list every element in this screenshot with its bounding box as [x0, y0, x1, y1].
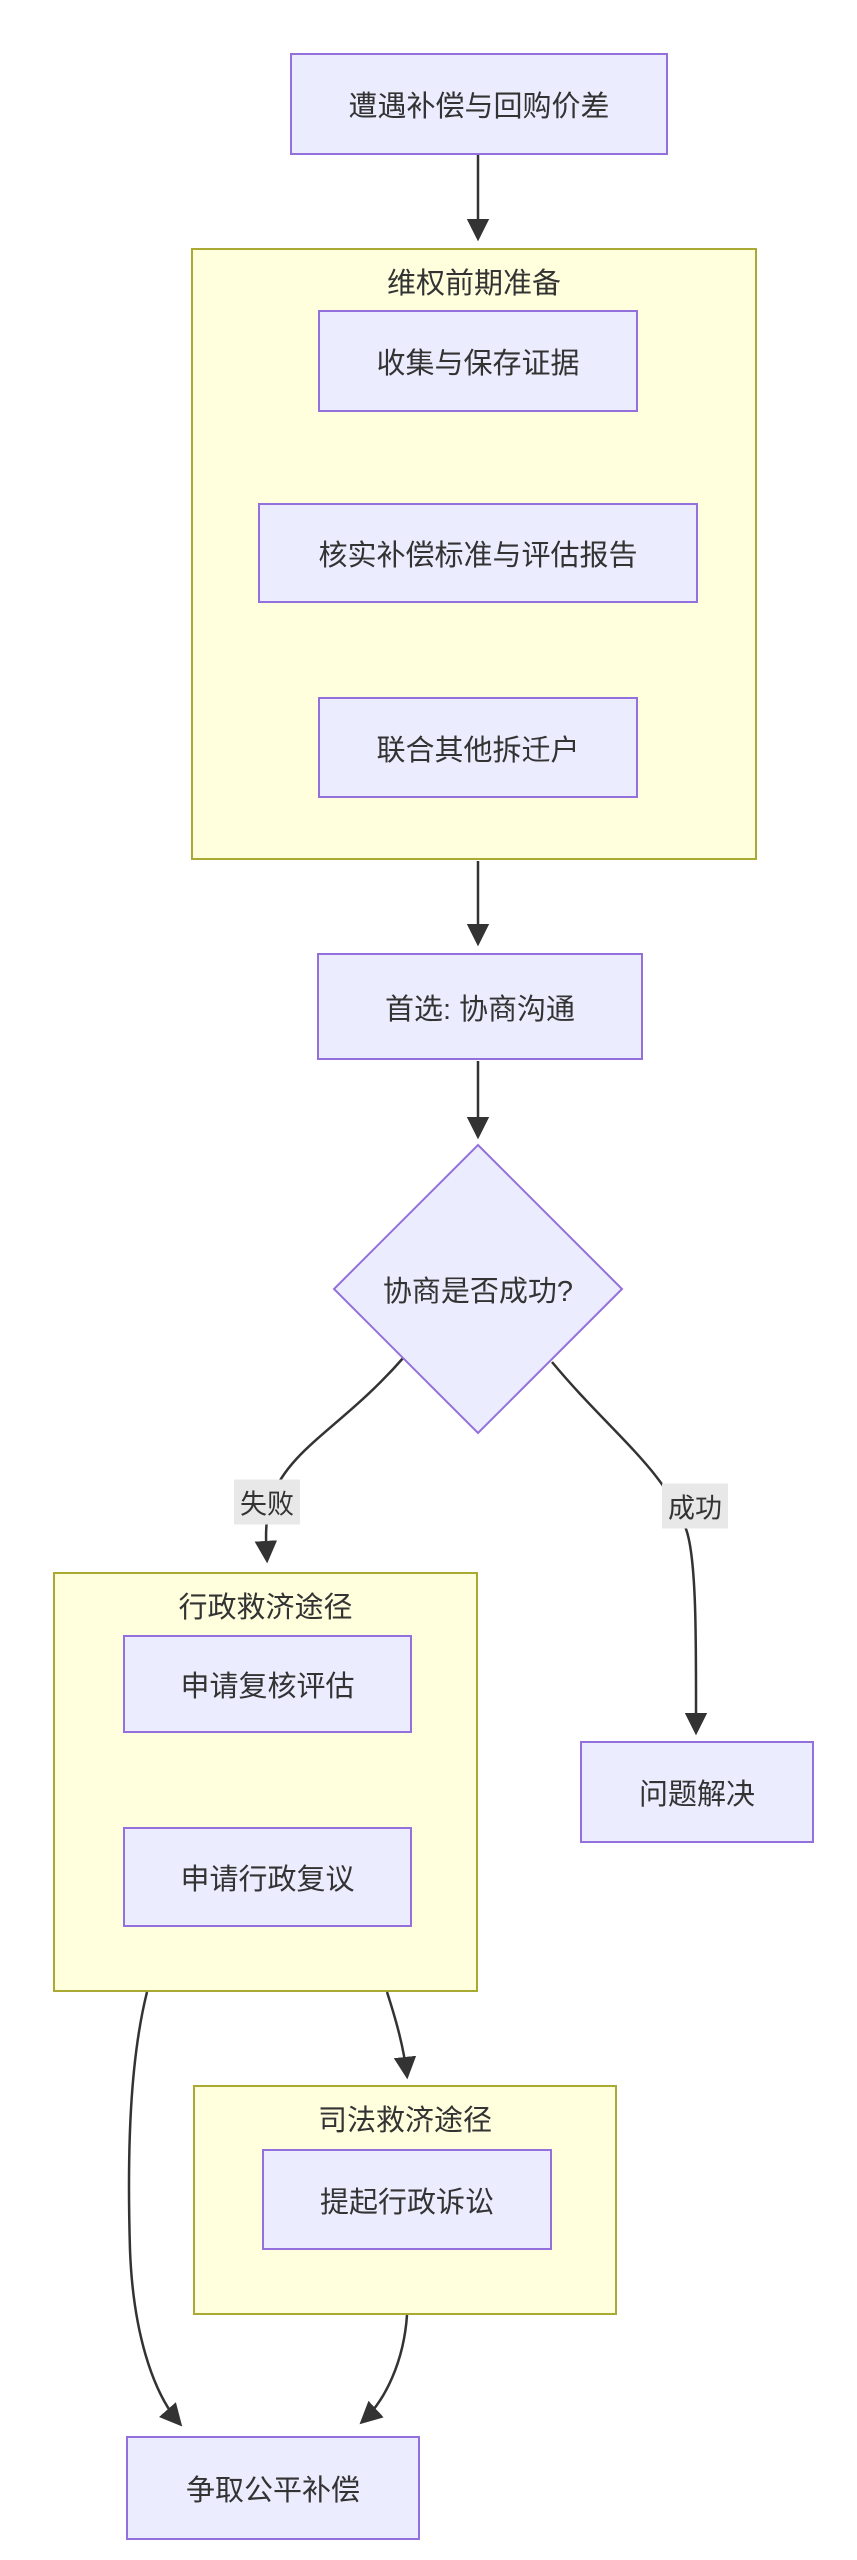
- cluster-title-admin-remedy: 行政救济途径: [178, 1592, 353, 1624]
- cluster-title-judicial-remedy: 司法救济途径: [317, 2105, 492, 2137]
- edge-admin-to-judicial: [385, 1991, 417, 2080]
- node-lawsuit: 提起行政诉讼: [262, 2149, 552, 2250]
- edge-judicial-to-fair: [359, 2314, 409, 2425]
- node-unite-households: 联合其他拆迁户: [318, 697, 638, 798]
- node-review-assessment: 申请复核评估: [123, 1635, 412, 1733]
- edge-decision-success-to-solved: [551, 1361, 708, 1736]
- node-admin-reconsideration: 申请行政复议: [123, 1827, 412, 1927]
- node-negotiate: 首选: 协商沟通: [317, 953, 643, 1060]
- node-start: 遭遇补偿与回购价差: [290, 53, 668, 155]
- node-collect-evidence: 收集与保存证据: [318, 310, 638, 412]
- edge-admin-to-fair: [127, 1991, 183, 2427]
- node-verify-standard: 核实补偿标准与评估报告: [258, 503, 698, 603]
- node-fair-compensation: 争取公平补偿: [126, 2436, 420, 2540]
- edge-label-fail: 失败: [234, 1479, 300, 1525]
- node-decision-label: 协商是否成功?: [382, 1276, 574, 1308]
- edge-decision-fail-to-admin: [254, 1356, 405, 1564]
- cluster-title-preparation: 维权前期准备: [386, 268, 561, 300]
- edge-label-success: 成功: [662, 1483, 728, 1529]
- node-solved: 问题解决: [580, 1741, 814, 1843]
